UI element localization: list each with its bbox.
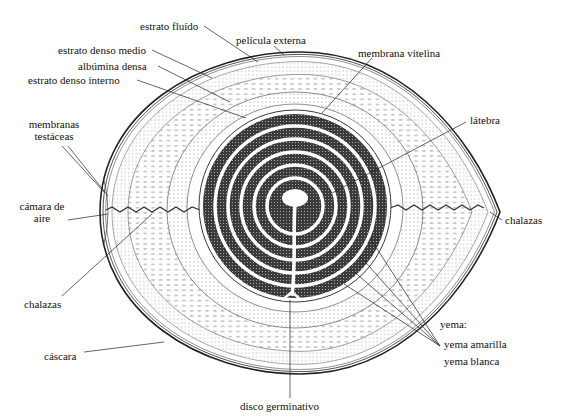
part-label: disco germinativo xyxy=(240,400,319,412)
part-label: estrato denso interno xyxy=(28,74,120,86)
part-label: estrato fluído xyxy=(140,20,198,32)
part-label: cáscara xyxy=(44,350,76,362)
part-label: membrana vitelina xyxy=(358,47,440,59)
part-label: chalazas xyxy=(505,214,542,226)
part-label: yema blanca xyxy=(444,355,499,367)
part-label: yema: xyxy=(440,318,467,330)
part-label: membranas testáceas xyxy=(14,118,94,142)
part-label: chalazas xyxy=(24,298,61,310)
part-label: cámara de aire xyxy=(14,200,70,224)
part-label: látebra xyxy=(470,114,500,126)
part-label: película externa xyxy=(236,34,306,46)
part-label: estrato denso medio xyxy=(58,44,146,56)
part-label: albúmina densa xyxy=(78,60,147,72)
part-label: yema amarilla xyxy=(444,338,507,350)
